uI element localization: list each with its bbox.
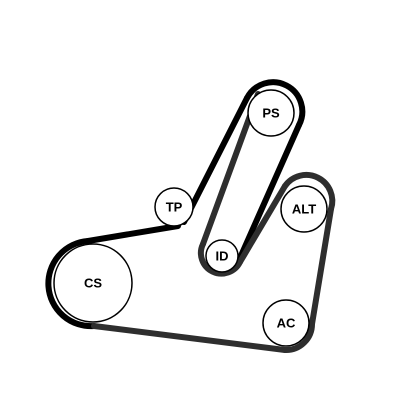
belt-segment-id-alt (237, 183, 288, 265)
pulley-tensioner-label: TP (166, 200, 183, 215)
pulley-ac-compressor-circle (262, 299, 310, 347)
pulley-alternator: ALT (280, 185, 328, 233)
pulley-tensioner: TP (154, 187, 194, 227)
belt-segment-alt-ac (309, 206, 334, 327)
pulley-idler: ID (205, 239, 239, 273)
belt-power-steering-wrap (244, 79, 306, 128)
pulley-ac-compressor: AC (262, 299, 310, 347)
belt-segment-cs-tp (85, 223, 181, 244)
belt-crankshaft-wrap (45, 238, 97, 330)
pulley-crankshaft-circle (53, 243, 133, 323)
pulley-crankshaft: CS (53, 243, 133, 323)
belt-ac-wrap (282, 321, 315, 353)
pulley-power-steering-circle (247, 89, 295, 137)
pulley-tensioner-circle (154, 187, 194, 227)
pulley-ac-compressor-label: AC (277, 316, 296, 331)
pulley-idler-circle (205, 239, 239, 273)
pulley-crankshaft-label: CS (84, 276, 102, 291)
belt-segment-ac-cs (91, 323, 288, 353)
pulley-power-steering: PS (247, 89, 295, 137)
pulley-idler-label: ID (216, 249, 229, 264)
pulley-alternator-circle (280, 185, 328, 233)
pulley-power-steering-label: PS (262, 106, 280, 121)
belt-alternator-wrap (282, 171, 336, 212)
belt-segment-ps-id (237, 122, 302, 261)
pulley-alternator-label: ALT (292, 202, 316, 217)
belt-idler-wrap (197, 241, 243, 277)
belt-segment-tp-ps (181, 95, 250, 225)
